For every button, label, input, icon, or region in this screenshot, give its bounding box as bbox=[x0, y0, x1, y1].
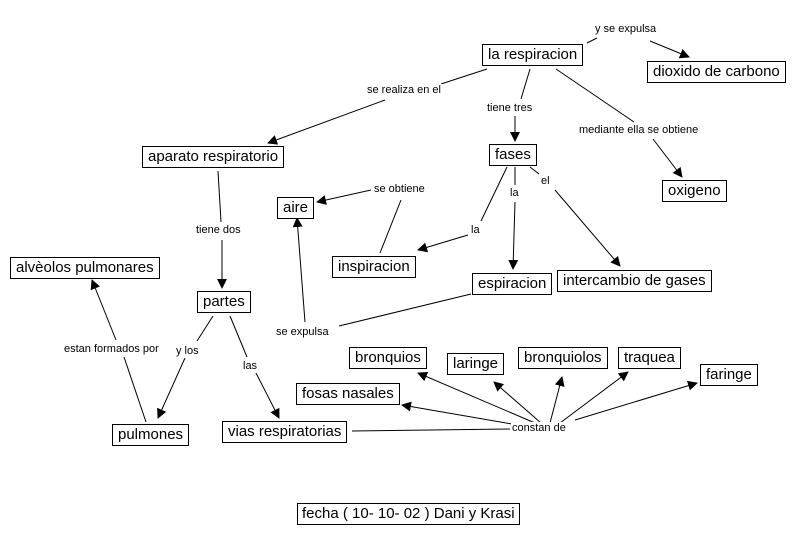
edge-pulmones-estanformados bbox=[123, 356, 147, 423]
concept-aire[interactable]: aire bbox=[277, 197, 315, 219]
link-mediante-ella-se-obtiene: mediante ella se obtiene bbox=[578, 124, 700, 137]
edge-constande-faringe bbox=[574, 380, 698, 421]
link-la-inspiracion: la bbox=[470, 224, 481, 237]
edge-ylos-pulmones bbox=[157, 357, 186, 419]
edge-estanformados-alveolos bbox=[90, 279, 117, 341]
link-y-los: y los bbox=[175, 345, 200, 358]
concept-la-respiracion[interactable]: la respiracion bbox=[482, 44, 584, 66]
edge-la1-inspiracion bbox=[417, 234, 469, 253]
concept-aparato-respiratorio[interactable]: aparato respiratorio bbox=[142, 146, 285, 168]
edge-respiracion-mediante bbox=[555, 68, 635, 123]
link-se-expulsa: se expulsa bbox=[275, 326, 330, 339]
link-tiene-tres: tiene tres bbox=[486, 102, 534, 115]
link-estan-formados-por: estan formados por bbox=[63, 343, 160, 356]
concept-fases[interactable]: fases bbox=[489, 144, 537, 166]
concept-traquea[interactable]: traquea bbox=[618, 347, 681, 369]
edge-constande-bronquios bbox=[417, 371, 536, 424]
edge-aparato-tienedos bbox=[217, 170, 222, 223]
concept-inspiracion[interactable]: inspiracion bbox=[332, 256, 416, 278]
edge-constande-traquea bbox=[559, 371, 629, 424]
concept-laringe[interactable]: laringe bbox=[447, 353, 505, 375]
concept-dioxido-de-carbono[interactable]: dioxido de carbono bbox=[647, 61, 786, 83]
edge-partes-ylos bbox=[196, 315, 214, 342]
concept-fosas-nasales[interactable]: fosas nasales bbox=[296, 383, 400, 405]
edge-vias-constande bbox=[351, 428, 511, 432]
edge-seexpulsa-aire bbox=[292, 217, 306, 323]
edge-seobtiene-aire bbox=[316, 189, 372, 205]
edge-las-vias bbox=[255, 372, 280, 419]
edge-inspiracion-seobtiene bbox=[379, 199, 402, 254]
edge-yseexpulsa-dioxido bbox=[649, 40, 690, 59]
date-authors-box: fecha ( 10- 10- 02 ) Dani y Krasi bbox=[297, 503, 520, 525]
concept-alveolos-pulmonares[interactable]: alvèolos pulmonares bbox=[10, 257, 160, 279]
link-las: las bbox=[242, 360, 259, 373]
link-se-obtiene: se obtiene bbox=[373, 183, 426, 196]
link-tiene-dos: tiene dos bbox=[195, 224, 242, 237]
link-el: el bbox=[540, 175, 551, 188]
concept-partes[interactable]: partes bbox=[197, 291, 251, 313]
edge-constande-bronquiolos bbox=[549, 376, 565, 424]
link-se-realiza-en-el: se realiza en el bbox=[366, 84, 442, 97]
edge-serealiza-aparato bbox=[267, 99, 386, 145]
link-y-se-expulsa: y se expulsa bbox=[594, 23, 658, 36]
concept-oxigeno[interactable]: oxigeno bbox=[662, 180, 727, 202]
concept-espiracion[interactable]: espiracion bbox=[472, 273, 553, 295]
edge-la2-espiracion bbox=[508, 201, 519, 270]
link-la-espiracion: la bbox=[509, 187, 520, 200]
concept-intercambio-de-gases[interactable]: intercambio de gases bbox=[557, 270, 712, 292]
edge-respiracion-yseexpulsa bbox=[586, 37, 598, 44]
edge-partes-las bbox=[229, 315, 248, 358]
edge-espiracion-seexpulsa bbox=[338, 293, 472, 327]
edge-mediante-oxigeno bbox=[652, 138, 683, 178]
edge-respiracion-serealiza bbox=[440, 68, 488, 85]
edge-el-intercambio bbox=[554, 189, 621, 267]
concept-faringe[interactable]: faringe bbox=[700, 364, 758, 386]
concept-pulmones[interactable]: pulmones bbox=[112, 424, 190, 446]
edge-fases-el bbox=[529, 166, 540, 175]
edge-fases-la1 bbox=[480, 166, 508, 222]
concept-vias-respiratorias[interactable]: vias respiratorias bbox=[222, 421, 348, 443]
link-constan-de: constan de bbox=[511, 422, 567, 435]
concept-bronquios[interactable]: bronquios bbox=[349, 347, 427, 369]
edge-constande-laringe bbox=[493, 381, 542, 424]
concept-bronquiolos[interactable]: bronquiolos bbox=[518, 347, 608, 369]
edge-constande-fosas bbox=[401, 401, 513, 425]
edge-respiracion-tienetres bbox=[520, 68, 531, 100]
